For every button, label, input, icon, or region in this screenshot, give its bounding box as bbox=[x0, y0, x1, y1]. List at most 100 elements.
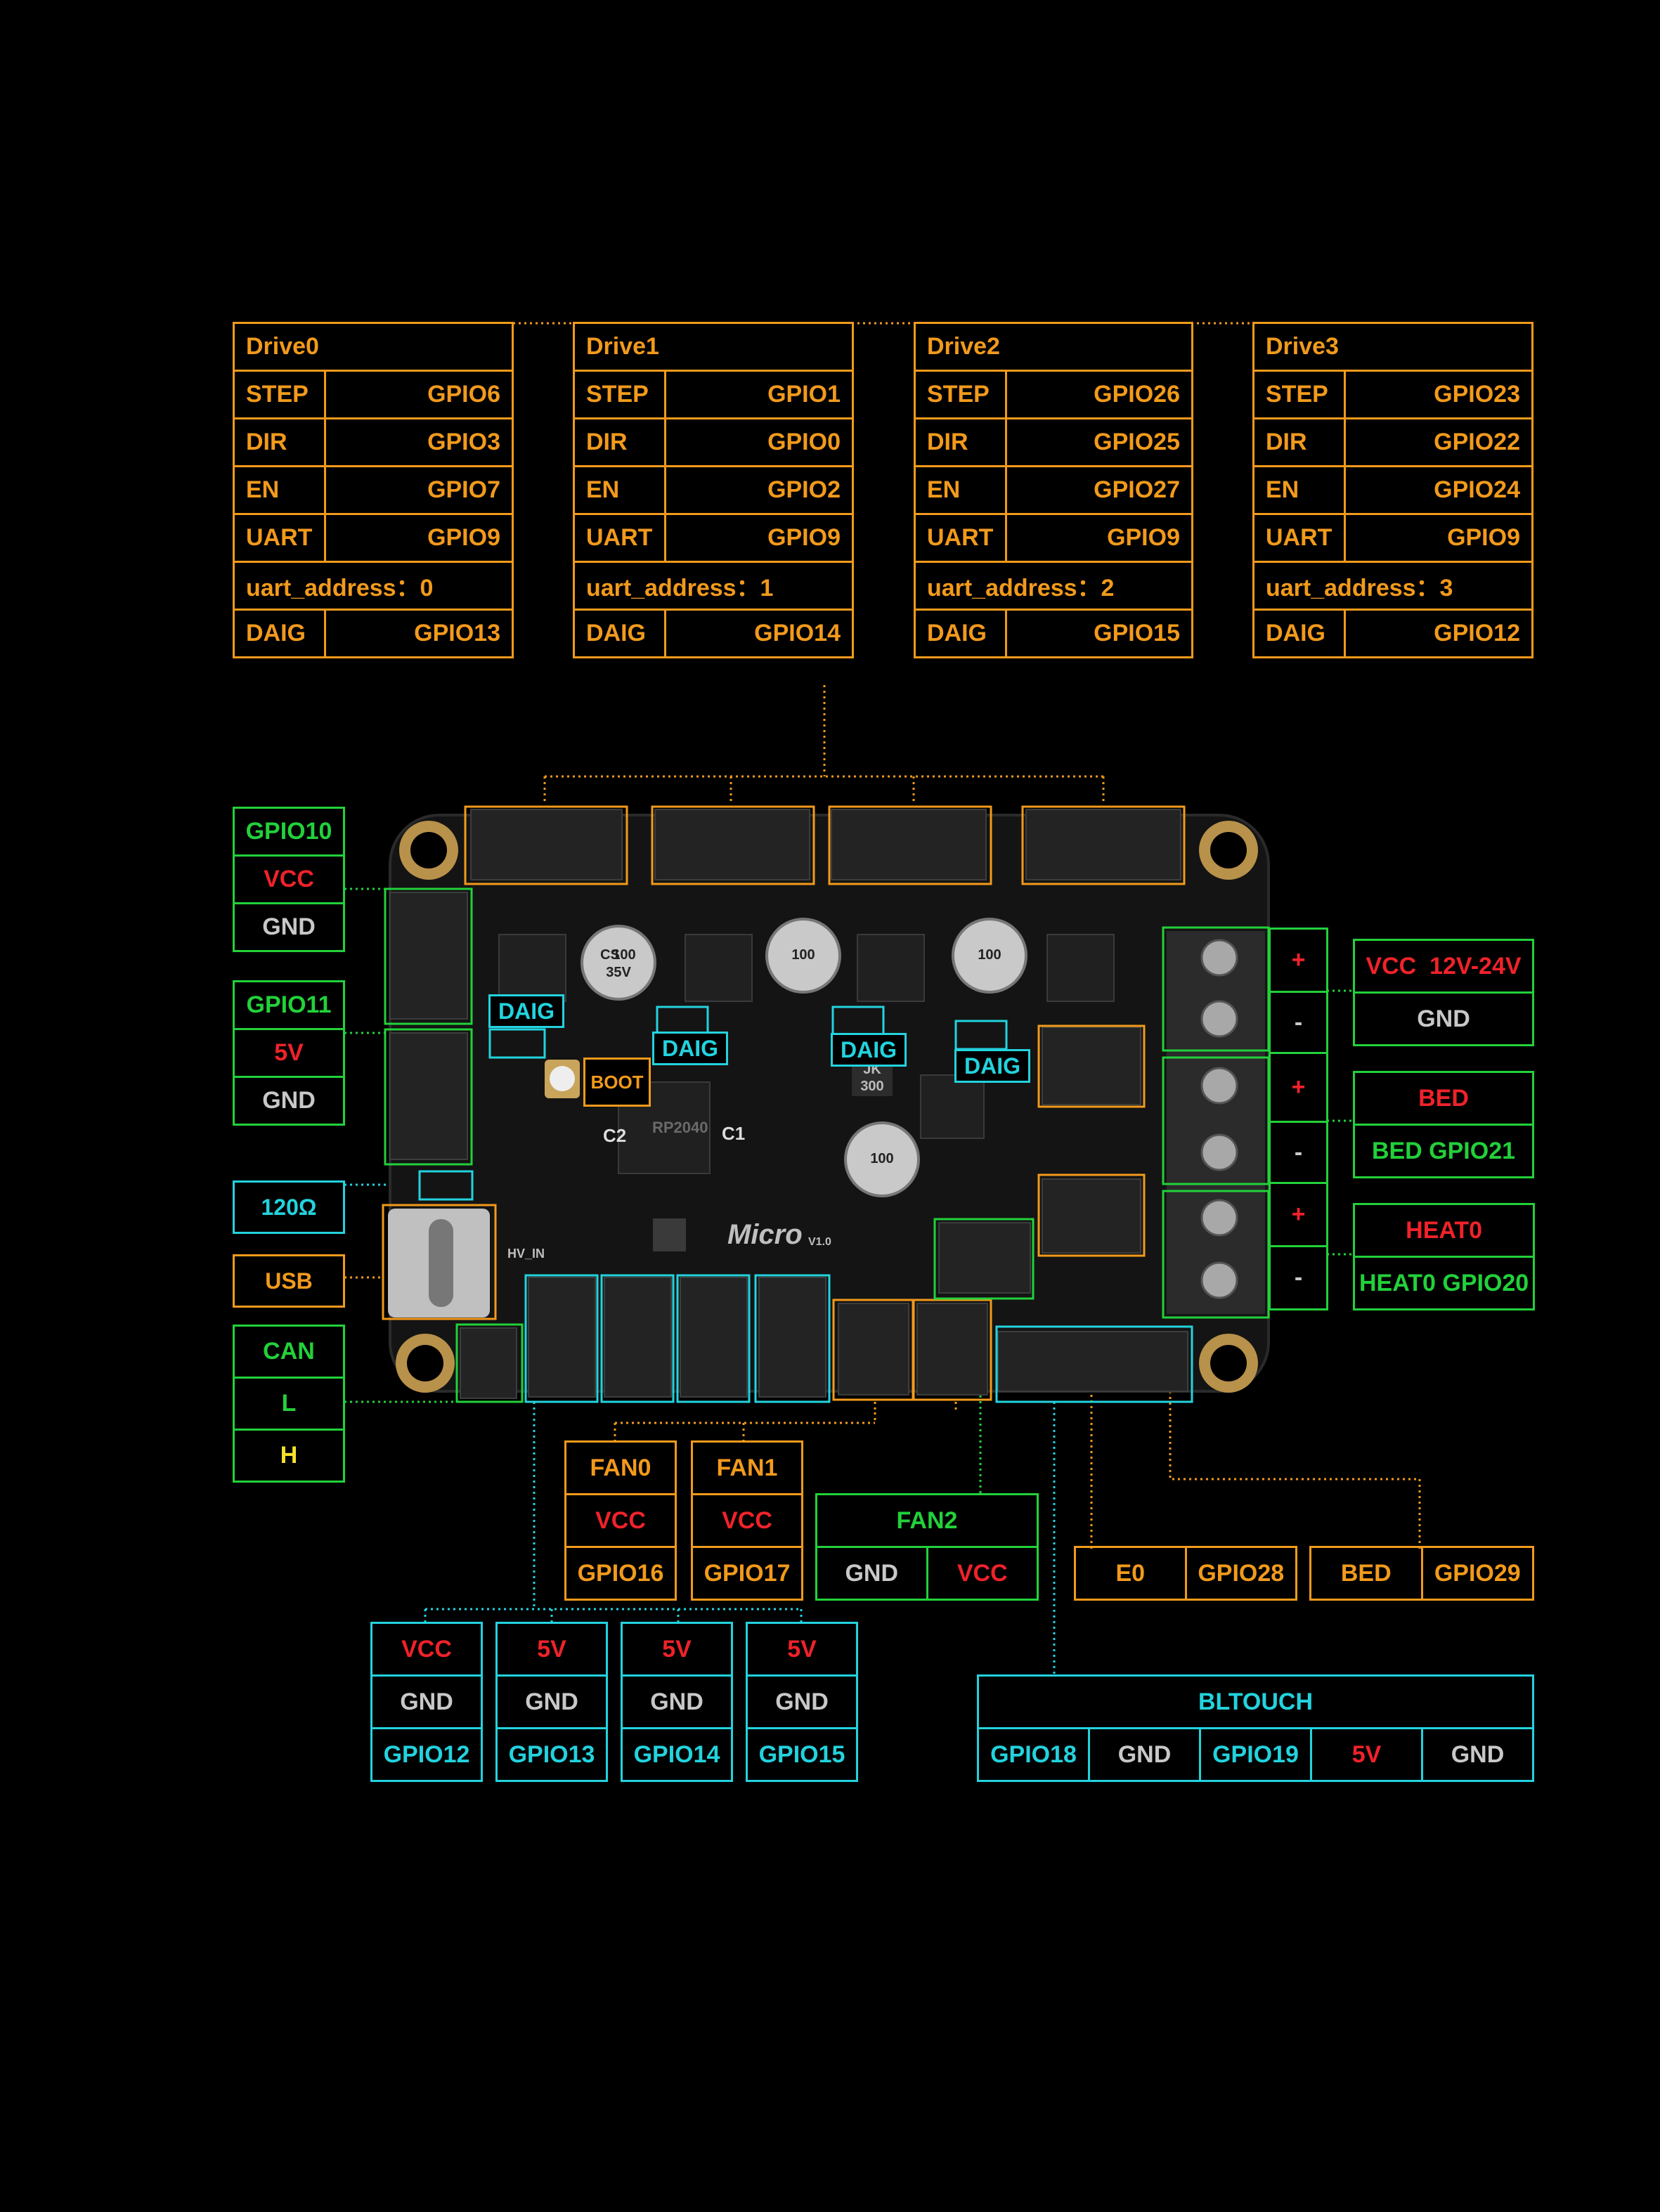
drive1-table: Drive1 STEPGPIO1 DIRGPIO0 ENGPIO2 UARTGP… bbox=[573, 322, 854, 658]
pin-can-h: H bbox=[234, 1430, 344, 1482]
pin-vcc: VCC bbox=[927, 1547, 1038, 1600]
bed-output-table: BED BED GPIO21 bbox=[1353, 1071, 1534, 1178]
endstop-3-table: 5V GND GPIO15 bbox=[746, 1622, 858, 1782]
daig-label-0: DAIG bbox=[488, 994, 564, 1028]
drive2-table: Drive2 STEPGPIO26 DIRGPIO25 ENGPIO27 UAR… bbox=[914, 322, 1193, 658]
drive2-title: Drive2 bbox=[915, 323, 1193, 371]
drive-pin-gpio: GPIO15 bbox=[1006, 610, 1193, 658]
endstop-2-table: 5V GND GPIO14 bbox=[621, 1622, 733, 1782]
polarity-plus: + bbox=[1270, 1053, 1328, 1122]
pin-vcc: VCC bbox=[566, 1495, 676, 1547]
pin-can: CAN bbox=[234, 1326, 344, 1378]
drive-pin-gpio: GPIO27 bbox=[1006, 467, 1193, 514]
drive-pin-name: EN bbox=[1254, 467, 1345, 514]
drive1-title: Drive1 bbox=[574, 323, 853, 371]
bed-gpio-label: BED GPIO21 bbox=[1354, 1125, 1533, 1178]
daig-label-1: DAIG bbox=[652, 1032, 728, 1065]
pin-gnd: GND bbox=[234, 904, 344, 951]
drive-pin-name: DAIG bbox=[574, 610, 666, 658]
drive-pin-name: EN bbox=[234, 467, 325, 514]
drive-pin-gpio: GPIO7 bbox=[325, 467, 513, 514]
pin-gnd: GND bbox=[747, 1676, 857, 1729]
silk-c1: C1 bbox=[722, 1123, 745, 1144]
pin-5v: 5V bbox=[234, 1029, 344, 1077]
drive-pin-gpio: GPIO9 bbox=[1006, 514, 1193, 562]
pin-can-l: L bbox=[234, 1378, 344, 1430]
pin-gpio: GPIO18 bbox=[978, 1729, 1089, 1781]
drive-pin-name: EN bbox=[574, 467, 666, 514]
daig-label-3: DAIG bbox=[954, 1049, 1030, 1083]
drive-pin-name: UART bbox=[1254, 514, 1345, 562]
terminal-polarity-table: + - + - + - bbox=[1269, 928, 1328, 1310]
fan1-table: FAN1 VCC GPIO17 bbox=[691, 1440, 803, 1601]
pin-5v: 5V bbox=[1311, 1729, 1422, 1781]
pin-gnd: GND bbox=[1089, 1729, 1200, 1781]
drive-uart-address: uart_address：2 bbox=[915, 562, 1193, 610]
inductor-label: 300 bbox=[860, 1079, 883, 1094]
silk-c2: C2 bbox=[603, 1125, 626, 1146]
drive-pin-gpio: GPIO9 bbox=[666, 514, 853, 562]
fan2-table: FAN2 GNDVCC bbox=[815, 1493, 1039, 1601]
pin-vcc: VCC bbox=[372, 1623, 482, 1676]
pin-vcc: VCC bbox=[234, 856, 344, 904]
drive-pin-name: UART bbox=[574, 514, 666, 562]
cap-label: 100 bbox=[791, 947, 815, 963]
drive-pin-gpio: GPIO23 bbox=[1345, 371, 1533, 419]
pin-gnd: GND bbox=[622, 1676, 732, 1729]
silk-micro: Micro bbox=[727, 1219, 803, 1250]
endstop-1-table: 5V GND GPIO13 bbox=[495, 1622, 608, 1782]
pin-gpio: GPIO17 bbox=[692, 1547, 803, 1600]
drive-pin-name: DAIG bbox=[915, 610, 1006, 658]
fan1-title: FAN1 bbox=[692, 1442, 803, 1495]
pin-5v: 5V bbox=[622, 1623, 732, 1676]
drive3-title: Drive3 bbox=[1254, 323, 1533, 371]
drive-pin-name: DIR bbox=[1254, 419, 1345, 467]
bed-sensor-label: BED bbox=[1311, 1547, 1422, 1600]
drive0-table: Drive0 STEPGPIO6 DIRGPIO3 ENGPIO7 UARTGP… bbox=[233, 322, 514, 658]
e0-gpio: GPIO28 bbox=[1186, 1547, 1297, 1600]
drive-pin-name: EN bbox=[915, 467, 1006, 514]
drive-pin-name: DIR bbox=[234, 419, 325, 467]
gpio11-connector-table: GPIO11 5V GND bbox=[233, 980, 345, 1126]
chip-rp2040-label: RP2040 bbox=[652, 1119, 708, 1136]
polarity-minus: - bbox=[1270, 992, 1328, 1053]
pin-gnd: GND bbox=[234, 1077, 344, 1125]
drive-pin-gpio: GPIO1 bbox=[666, 371, 853, 419]
drive-pin-name: DAIG bbox=[1254, 610, 1345, 658]
polarity-minus: - bbox=[1270, 1122, 1328, 1183]
drive-uart-address: uart_address：3 bbox=[1254, 562, 1533, 610]
heat0-output-table: HEAT0 HEAT0 GPIO20 bbox=[1353, 1203, 1535, 1310]
drive-pin-gpio: GPIO6 bbox=[325, 371, 513, 419]
pin-gpio: GPIO19 bbox=[1200, 1729, 1311, 1781]
pin-gnd: GND bbox=[817, 1547, 928, 1600]
cap-label: 100 bbox=[870, 1151, 893, 1166]
drive-pin-name: STEP bbox=[234, 371, 325, 419]
drive-pin-name: DAIG bbox=[234, 610, 325, 658]
bltouch-title: BLTOUCH bbox=[978, 1676, 1533, 1729]
resistor-120-label: 120Ω bbox=[233, 1180, 345, 1234]
can-connector-table: CAN L H bbox=[233, 1325, 345, 1483]
drive-pin-name: STEP bbox=[1254, 371, 1345, 419]
drive-pin-name: DIR bbox=[915, 419, 1006, 467]
silk-version: V1.0 bbox=[808, 1236, 831, 1248]
pin-gpio: GPIO16 bbox=[566, 1547, 676, 1600]
drive-pin-gpio: GPIO12 bbox=[1345, 610, 1533, 658]
bed-sensor-gpio: GPIO29 bbox=[1422, 1547, 1533, 1600]
boot-label: BOOT bbox=[583, 1058, 651, 1107]
cap-label: 100 bbox=[978, 947, 1001, 963]
drive0-title: Drive0 bbox=[234, 323, 513, 371]
daig-label-2: DAIG bbox=[831, 1033, 907, 1067]
pin-vcc: VCC bbox=[692, 1495, 803, 1547]
fan0-table: FAN0 VCC GPIO16 bbox=[564, 1440, 677, 1601]
e0-table: E0GPIO28 bbox=[1074, 1546, 1297, 1601]
drive-pin-gpio: GPIO3 bbox=[325, 419, 513, 467]
bed-label: BED bbox=[1354, 1072, 1533, 1125]
drive-pin-gpio: GPIO24 bbox=[1345, 467, 1533, 514]
drive-pin-name: UART bbox=[234, 514, 325, 562]
drive-uart-address: uart_address：1 bbox=[574, 562, 853, 610]
gpio10-connector-table: GPIO10 VCC GND bbox=[233, 807, 345, 952]
drive-pin-gpio: GPIO13 bbox=[325, 610, 513, 658]
drive-pin-gpio: GPIO9 bbox=[325, 514, 513, 562]
fan0-title: FAN0 bbox=[566, 1442, 676, 1495]
cap-label: 100 bbox=[612, 947, 635, 963]
